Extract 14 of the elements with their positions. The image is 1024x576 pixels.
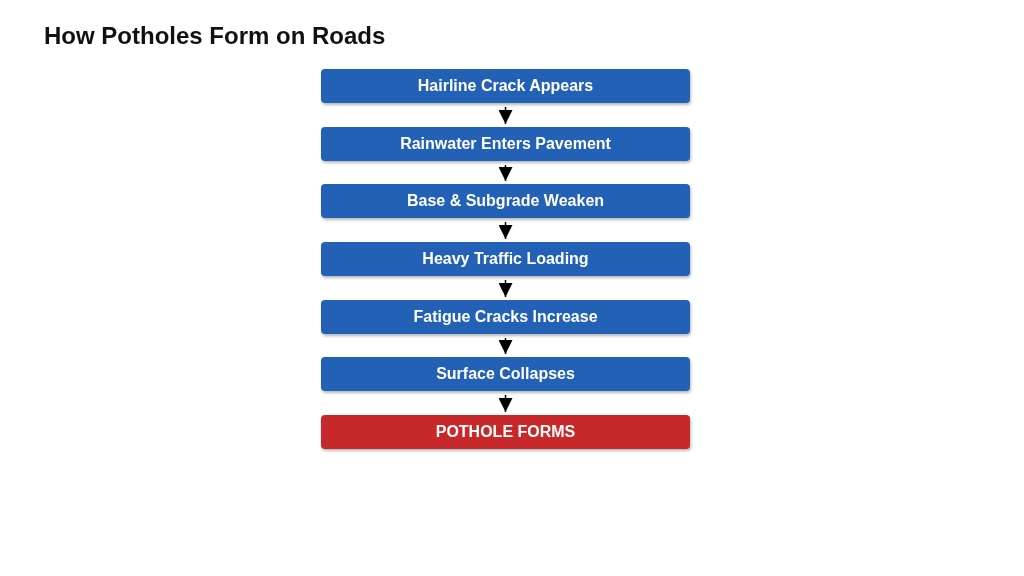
diagram-title: How Potholes Form on Roads [44, 22, 386, 50]
arrow [498, 279, 513, 298]
arrow [498, 106, 513, 125]
process-box: Surface Collapses [321, 357, 690, 391]
process-box: Heavy Traffic Loading [321, 242, 690, 276]
process-box: Fatigue Cracks Increase [321, 300, 690, 334]
arrow [498, 394, 513, 413]
process-box: Base & Subgrade Weaken [321, 184, 690, 218]
arrow [498, 221, 513, 240]
process-box: Hairline Crack Appears [321, 69, 690, 103]
arrow [498, 164, 513, 182]
process-box: Rainwater Enters Pavement [321, 127, 690, 161]
result-box: POTHOLE FORMS [321, 415, 690, 449]
arrow [498, 337, 513, 355]
